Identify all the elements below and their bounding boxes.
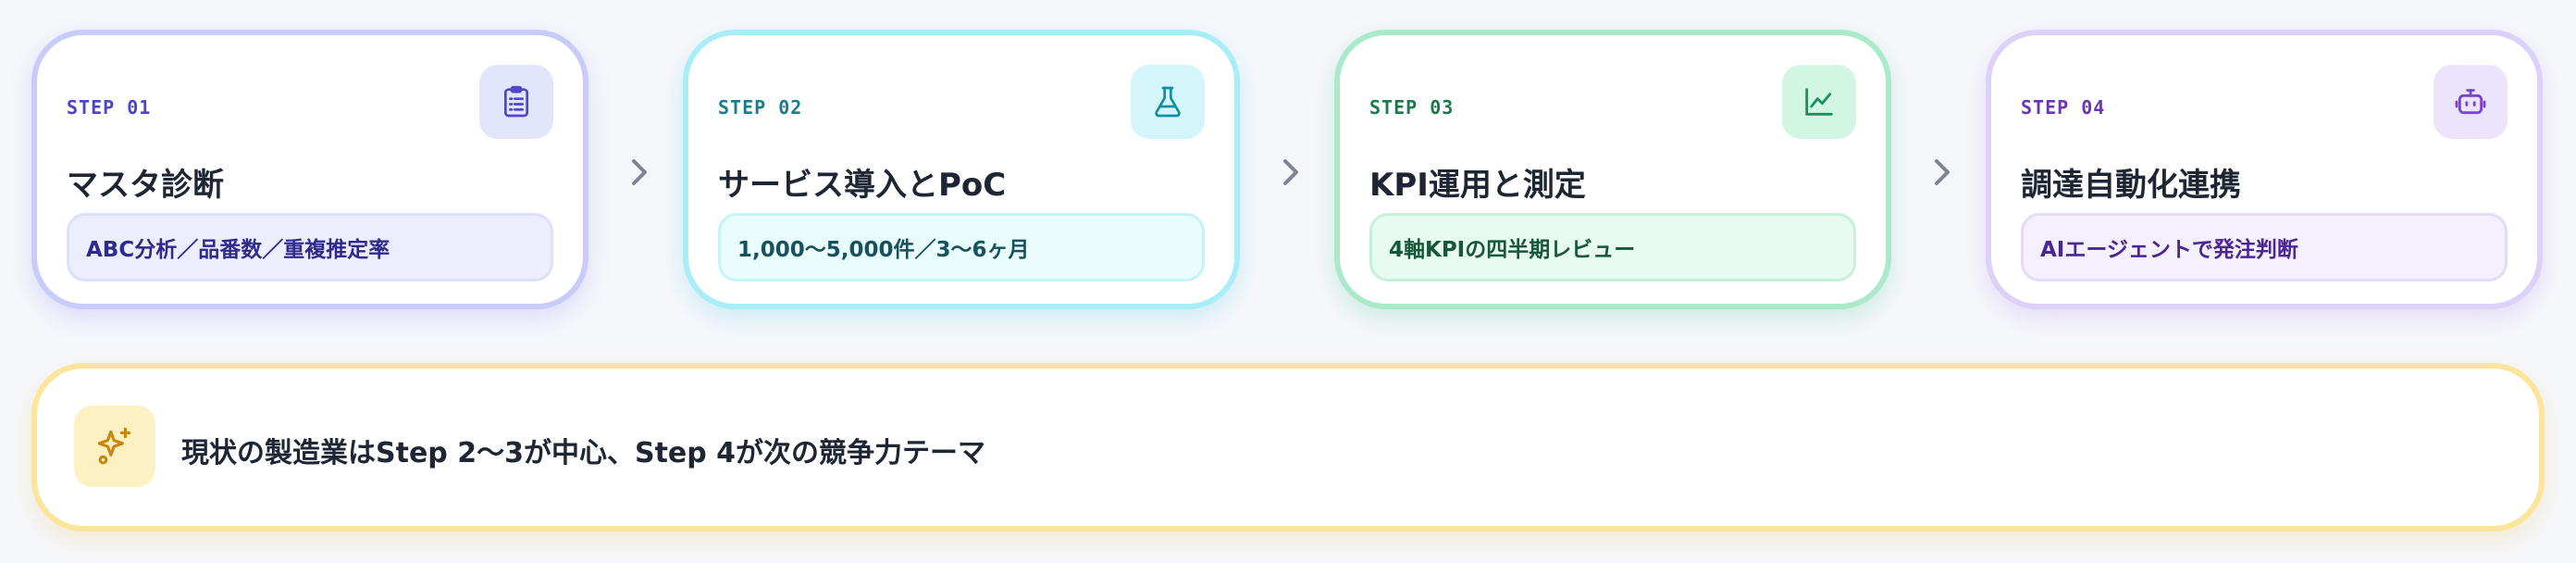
step-card-3: STEP 03 KPI運用と測定 4軸KPIの四半期レビュー [1334,30,1891,309]
step-label: STEP 04 [2021,96,2106,119]
step-detail: AIエージェントで発注判断 [2021,213,2508,282]
step-title: 調達自動化連携 [2021,167,2241,204]
step-detail: 4軸KPIの四半期レビュー [1369,213,1856,282]
step-label: STEP 01 [67,96,152,119]
chevron-right-icon [1926,154,1958,191]
step-title: KPI運用と測定 [1369,167,1586,204]
flask-icon [1131,65,1205,139]
step-card-4: STEP 04 調達自動化連携 AIエージェントで発注判断 [1986,30,2543,309]
step-detail: ABC分析／品番数／重複推定率 [67,213,553,282]
summary-banner: 現状の製造業はStep 2〜3が中心、Step 4が次の競争力テーマ [31,363,2545,532]
step-title: マスタ診断 [67,167,224,204]
banner-text: 現状の製造業はStep 2〜3が中心、Step 4が次の競争力テーマ [181,437,986,469]
robot-icon [2434,65,2508,139]
chevron-right-icon [624,154,655,191]
step-label: STEP 02 [718,96,803,119]
sparkles-icon [74,406,155,487]
step-title: サービス導入とPoC [718,167,1007,204]
step-card-2: STEP 02 サービス導入とPoC 1,000〜5,000件／3〜6ヶ月 [683,30,1240,309]
clipboard-list-icon [479,65,553,139]
step-card-1: STEP 01 マスタ診断 ABC分析／品番数／重複推定率 [31,30,588,309]
line-chart-icon [1782,65,1856,139]
chevron-right-icon [1275,154,1307,191]
step-label: STEP 03 [1369,96,1455,119]
step-detail: 1,000〜5,000件／3〜6ヶ月 [718,213,1205,282]
